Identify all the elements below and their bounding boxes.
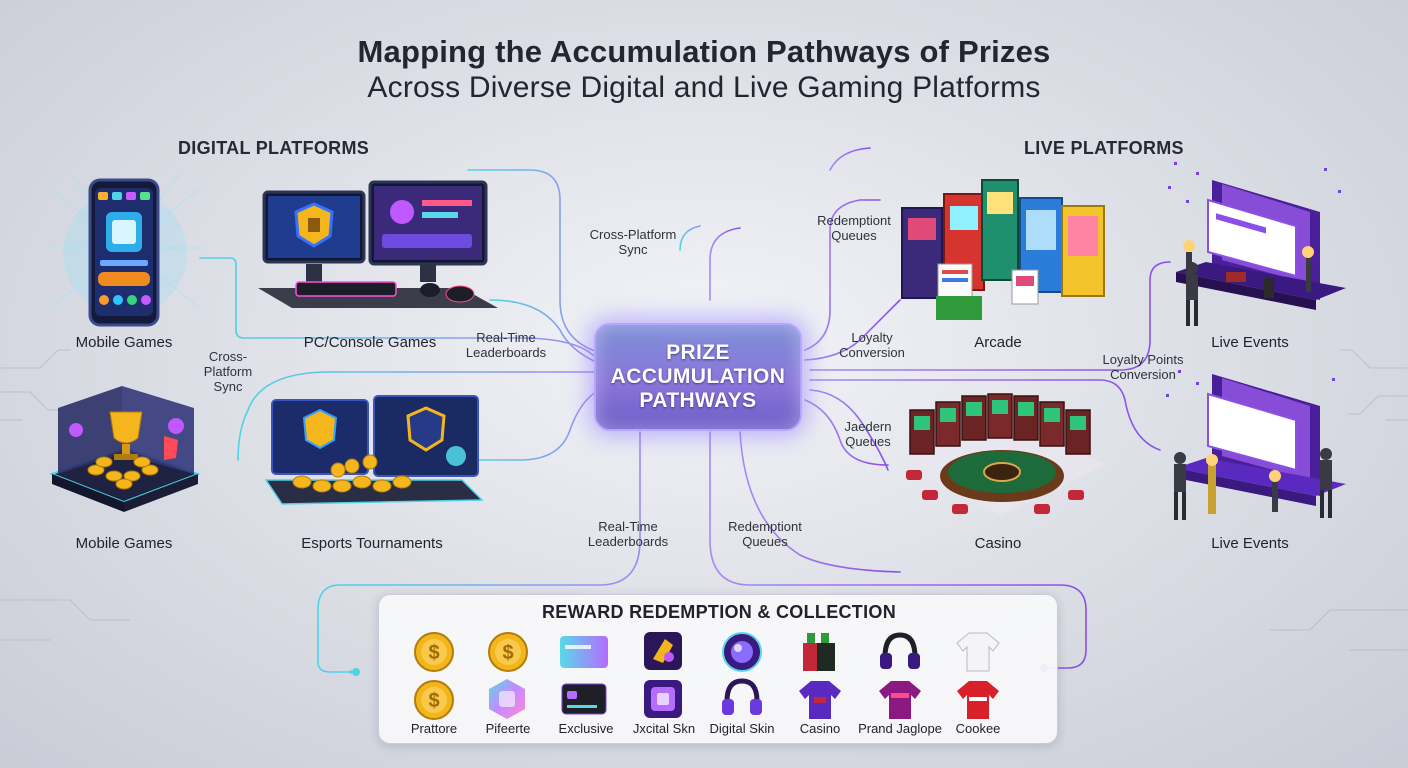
reward-panel-title: REWARD REDEMPTION & COLLECTION [542,602,896,622]
mobile-games-bottom-node [46,378,204,523]
reward-label-2: Pifeerte [485,721,531,736]
edge-label-redemption-queues-top: Redemptiont Queues [817,213,891,243]
arcade-label: Arcade [974,334,1022,351]
live-events-bottom-label: Live Events [1211,535,1289,552]
purple-tile-icon [644,680,682,718]
live-platforms-heading: LIVE PLATFORMS [1024,138,1184,158]
casino-node [892,380,1112,535]
mobile-games-top-node [40,168,210,338]
casino-label: Casino [974,535,1022,552]
reward-label-6: Casino [799,721,841,736]
red-jersey-icon [957,681,999,719]
casino-floor-icon [898,393,1106,516]
gaming-pc-icon [258,180,498,308]
svg-text:$: $ [428,642,439,664]
edge-label-cross-platform-sync-top: Cross-Platform Sync [589,227,677,257]
edge-label-realtime-leaderboards-bottom: Real-Time Leaderboards [587,519,669,549]
esports-node [262,394,486,517]
diagram-title: Mapping the Accumulation Pathways of Pri… [357,34,1051,69]
arcade-machines-icon [901,179,1105,320]
gift-box-icon [803,633,835,671]
hoodie-icon [799,681,841,719]
reward-redemption-panel: REWARD REDEMPTION & COLLECTION $ $ Pratt… [378,594,1058,744]
live-events-top-node [1156,160,1352,337]
skin-tile-icon [644,632,682,670]
digital-platforms-heading: DIGITAL PLATFORMS [178,138,370,158]
mobile-games-bottom-label: Mobile Games [75,535,173,552]
svg-text:$: $ [428,690,439,712]
live-stage-icon [1166,370,1346,520]
reward-label-8: Cookee [955,721,1001,736]
edge-label-redemption-queues-bottom: Redemptiont Queues [728,519,802,549]
reward-label-3: Exclusive [558,721,614,736]
svg-text:$: $ [502,642,513,664]
edge-label-jaedern-queues: Jaedern Queues [844,419,892,449]
gold-coin-icon: $ [414,680,454,720]
live-events-bottom-node [1156,364,1352,539]
edge-label-realtime-leaderboards-top: Real-Time Leaderboards [465,330,547,360]
gold-coin-icon: $ [488,632,528,672]
edge-label-cross-platform-sync-left: Cross- Platform Sync [203,349,253,394]
esports-label: Esports Tournaments [301,535,443,552]
smartphone-icon [45,172,205,327]
white-hoodie-icon [956,632,1000,672]
pc-console-label: PC/Console Games [303,334,437,351]
edge-label-loyalty-points-conversion: Loyalty Points Conversion [1102,352,1184,382]
black-card-icon [561,683,607,715]
hub-label: PRIZE ACCUMULATION PATHWAYS [610,341,786,412]
jacket-icon [879,681,921,719]
purple-orb-icon [722,632,762,672]
gold-coin-icon: $ [414,632,454,672]
diagram-subtitle: Across Diverse Digital and Live Gaming P… [367,71,1041,104]
live-events-top-label: Live Events [1211,334,1289,351]
reward-label-7: Prand Jaglope [858,721,942,736]
reward-label-4: Jxcital Skn [632,721,696,736]
trophy-platform-icon [49,386,201,512]
arcade-node [888,172,1118,333]
live-stage-icon [1168,162,1346,326]
gift-card-icon [560,636,608,668]
headset-icon [880,632,920,669]
pc-console-node [252,178,500,323]
headphones-icon [722,678,762,715]
holographic-badge-icon [489,679,525,719]
reward-label-1: Prattore [410,721,458,736]
edge-label-loyalty-conversion: Loyalty Conversion [839,330,905,360]
mobile-games-top-label: Mobile Games [75,334,173,351]
reward-label-5: Digital Skin [709,721,775,736]
esports-arena-icon [264,395,484,505]
prize-accumulation-hub: PRIZE ACCUMULATION PATHWAYS [594,323,802,431]
